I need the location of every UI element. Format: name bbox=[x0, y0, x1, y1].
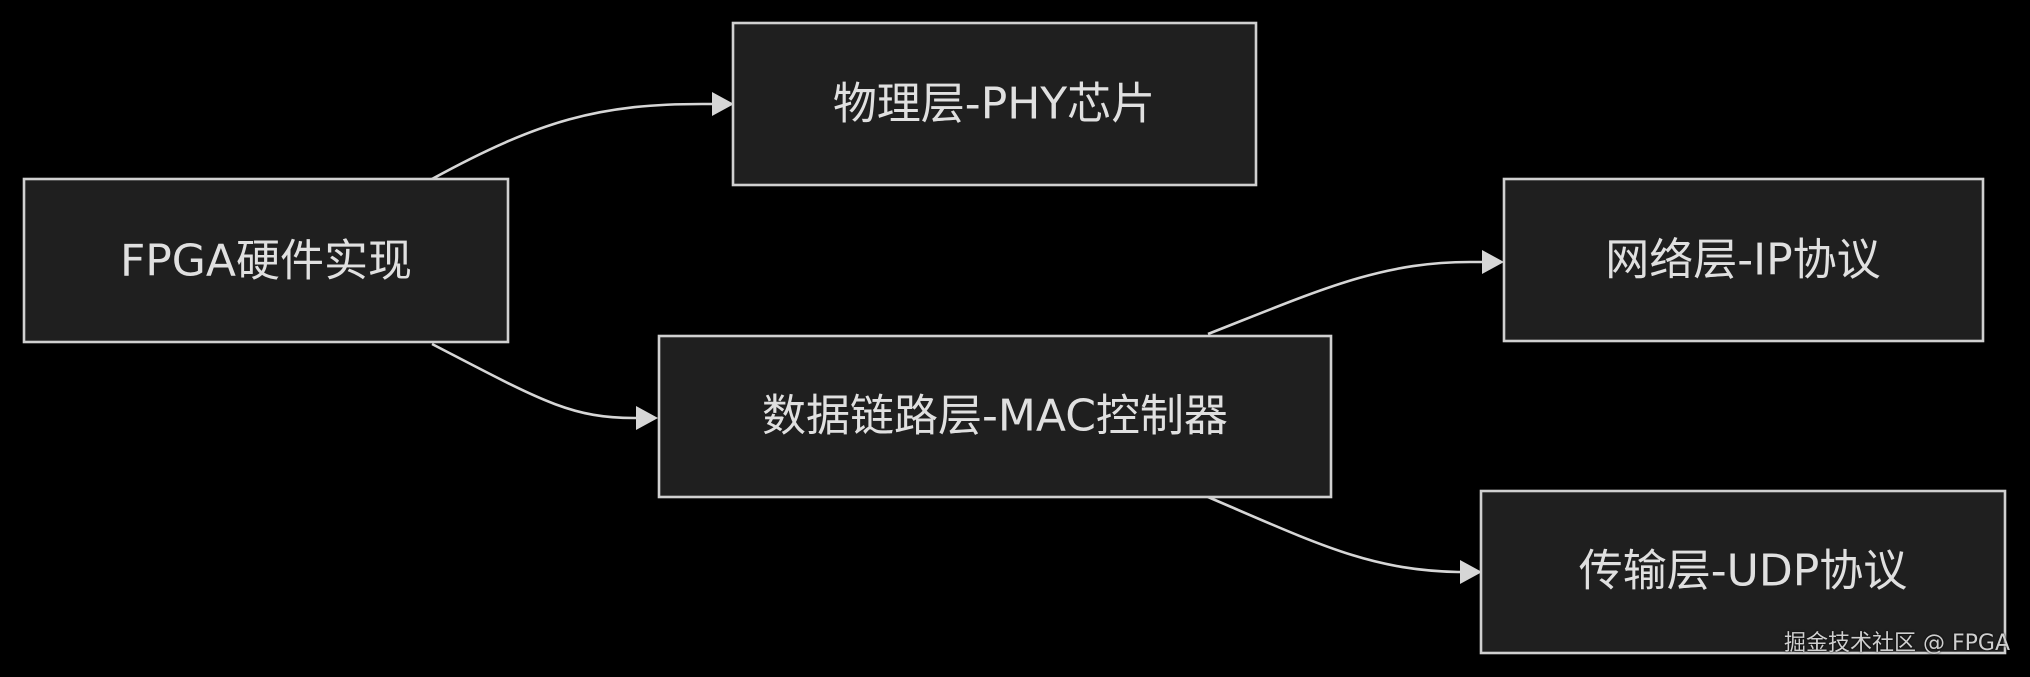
watermark-text: 掘金技术社区 @ FPGA bbox=[1783, 631, 2010, 656]
edge-fpga-to-mac bbox=[431, 342, 636, 420]
edges bbox=[431, 92, 1504, 584]
node-phy-label: 物理层-PHY芯片 bbox=[833, 79, 1155, 130]
edge-fpga-to-phy bbox=[431, 102, 712, 181]
node-phy: 物理层-PHY芯片 bbox=[731, 21, 1258, 187]
node-mac-box bbox=[657, 334, 1333, 499]
node-ip-box bbox=[1502, 177, 1985, 343]
node-udp-box bbox=[1479, 489, 2007, 655]
node-fpga-box bbox=[22, 177, 510, 344]
edge-mac-to-ip bbox=[1207, 260, 1482, 336]
node-ip: 网络层-IP协议 bbox=[1502, 177, 1985, 343]
arrowhead-fpga-to-phy bbox=[712, 92, 734, 116]
node-fpga: FPGA硬件实现 bbox=[22, 177, 510, 344]
edge-mac-to-udp bbox=[1207, 495, 1460, 574]
node-ip-label: 网络层-IP协议 bbox=[1605, 235, 1880, 286]
node-fpga-label: FPGA硬件实现 bbox=[120, 236, 412, 287]
node-udp-label: 传输层-UDP协议 bbox=[1579, 546, 1908, 597]
node-phy-box bbox=[731, 21, 1258, 187]
arrowhead-mac-to-udp bbox=[1460, 560, 1482, 584]
arrowhead-fpga-to-mac bbox=[636, 406, 658, 430]
node-mac-label: 数据链路层-MAC控制器 bbox=[762, 391, 1228, 442]
arrowhead-mac-to-ip bbox=[1482, 250, 1504, 274]
node-udp: 传输层-UDP协议 bbox=[1479, 489, 2007, 655]
node-mac: 数据链路层-MAC控制器 bbox=[657, 334, 1333, 499]
